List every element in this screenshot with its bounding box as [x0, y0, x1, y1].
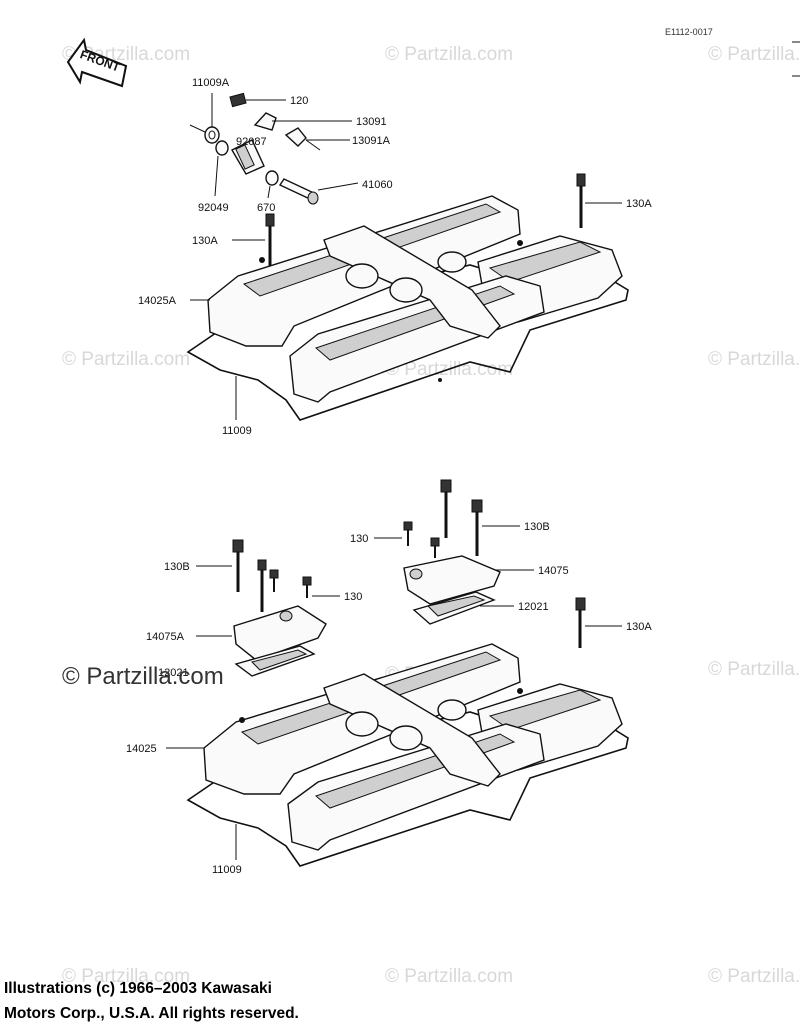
watermark: © Partzilla.com [708, 44, 800, 65]
watermark-prominent: © Partzilla.com [62, 663, 224, 690]
callout-120: 120 [290, 95, 308, 107]
top-bolts [232, 173, 622, 270]
callout-41060: 41060 [362, 179, 393, 191]
watermark: © Partzilla.com [708, 966, 800, 987]
callout-12021-left: 12021 [158, 667, 189, 679]
callout-13091A: 13091A [352, 135, 391, 147]
callout-14075A: 14075A [146, 631, 185, 643]
callout-14075: 14075 [538, 565, 569, 577]
callout-130A-right: 130A [626, 198, 652, 210]
top-small-parts [189, 92, 359, 205]
watermark: © Partzilla.com [62, 966, 190, 987]
copyright-line-2: Motors Corp., U.S.A. All rights reserved… [4, 1005, 299, 1022]
callout-130A-left: 130A [192, 235, 218, 247]
top-head-cover [186, 195, 629, 421]
callout-130-left: 130 [344, 591, 362, 603]
copyright-line-1: Illustrations (c) 1966–2003 Kawasaki [4, 980, 272, 997]
callout-130B-left: 130B [164, 561, 190, 573]
callout-14025: 14025 [126, 743, 157, 755]
callouts-bottom: 130 130B 14075 12021 130A 130B 130 14075… [126, 521, 652, 876]
callout-130A: 130A [626, 621, 652, 633]
callout-12021-right: 12021 [518, 601, 549, 613]
callout-11009A: 11009A [192, 77, 230, 89]
bottom-head-cover [186, 643, 629, 867]
callout-92087: 92087 [236, 136, 267, 148]
watermark: © Partzilla.com [708, 349, 800, 370]
watermark: © Partzilla.com [385, 966, 513, 987]
callout-13091: 13091 [356, 116, 387, 128]
callout-130B-right: 130B [524, 521, 550, 533]
callout-670: 670 [257, 202, 275, 214]
watermarks: © Partzilla.com © Partzilla.com © Partzi… [62, 44, 800, 987]
callout-11009-bottom: 11009 [212, 864, 242, 876]
callout-14025A: 14025A [138, 295, 177, 307]
callout-130-right: 130 [350, 533, 368, 545]
callouts-top: 11009A 120 13091 92087 13091A 92049 670 … [138, 77, 652, 437]
watermark: © Partzilla.com [62, 349, 190, 370]
callout-92049: 92049 [198, 202, 229, 214]
callout-11009-top: 11009 [222, 425, 252, 437]
diagram-code: E1112-0017 [665, 27, 713, 37]
bottom-small-parts [196, 479, 622, 677]
watermark: © Partzilla.com [708, 659, 800, 680]
watermark: © Partzilla.com [385, 44, 513, 65]
